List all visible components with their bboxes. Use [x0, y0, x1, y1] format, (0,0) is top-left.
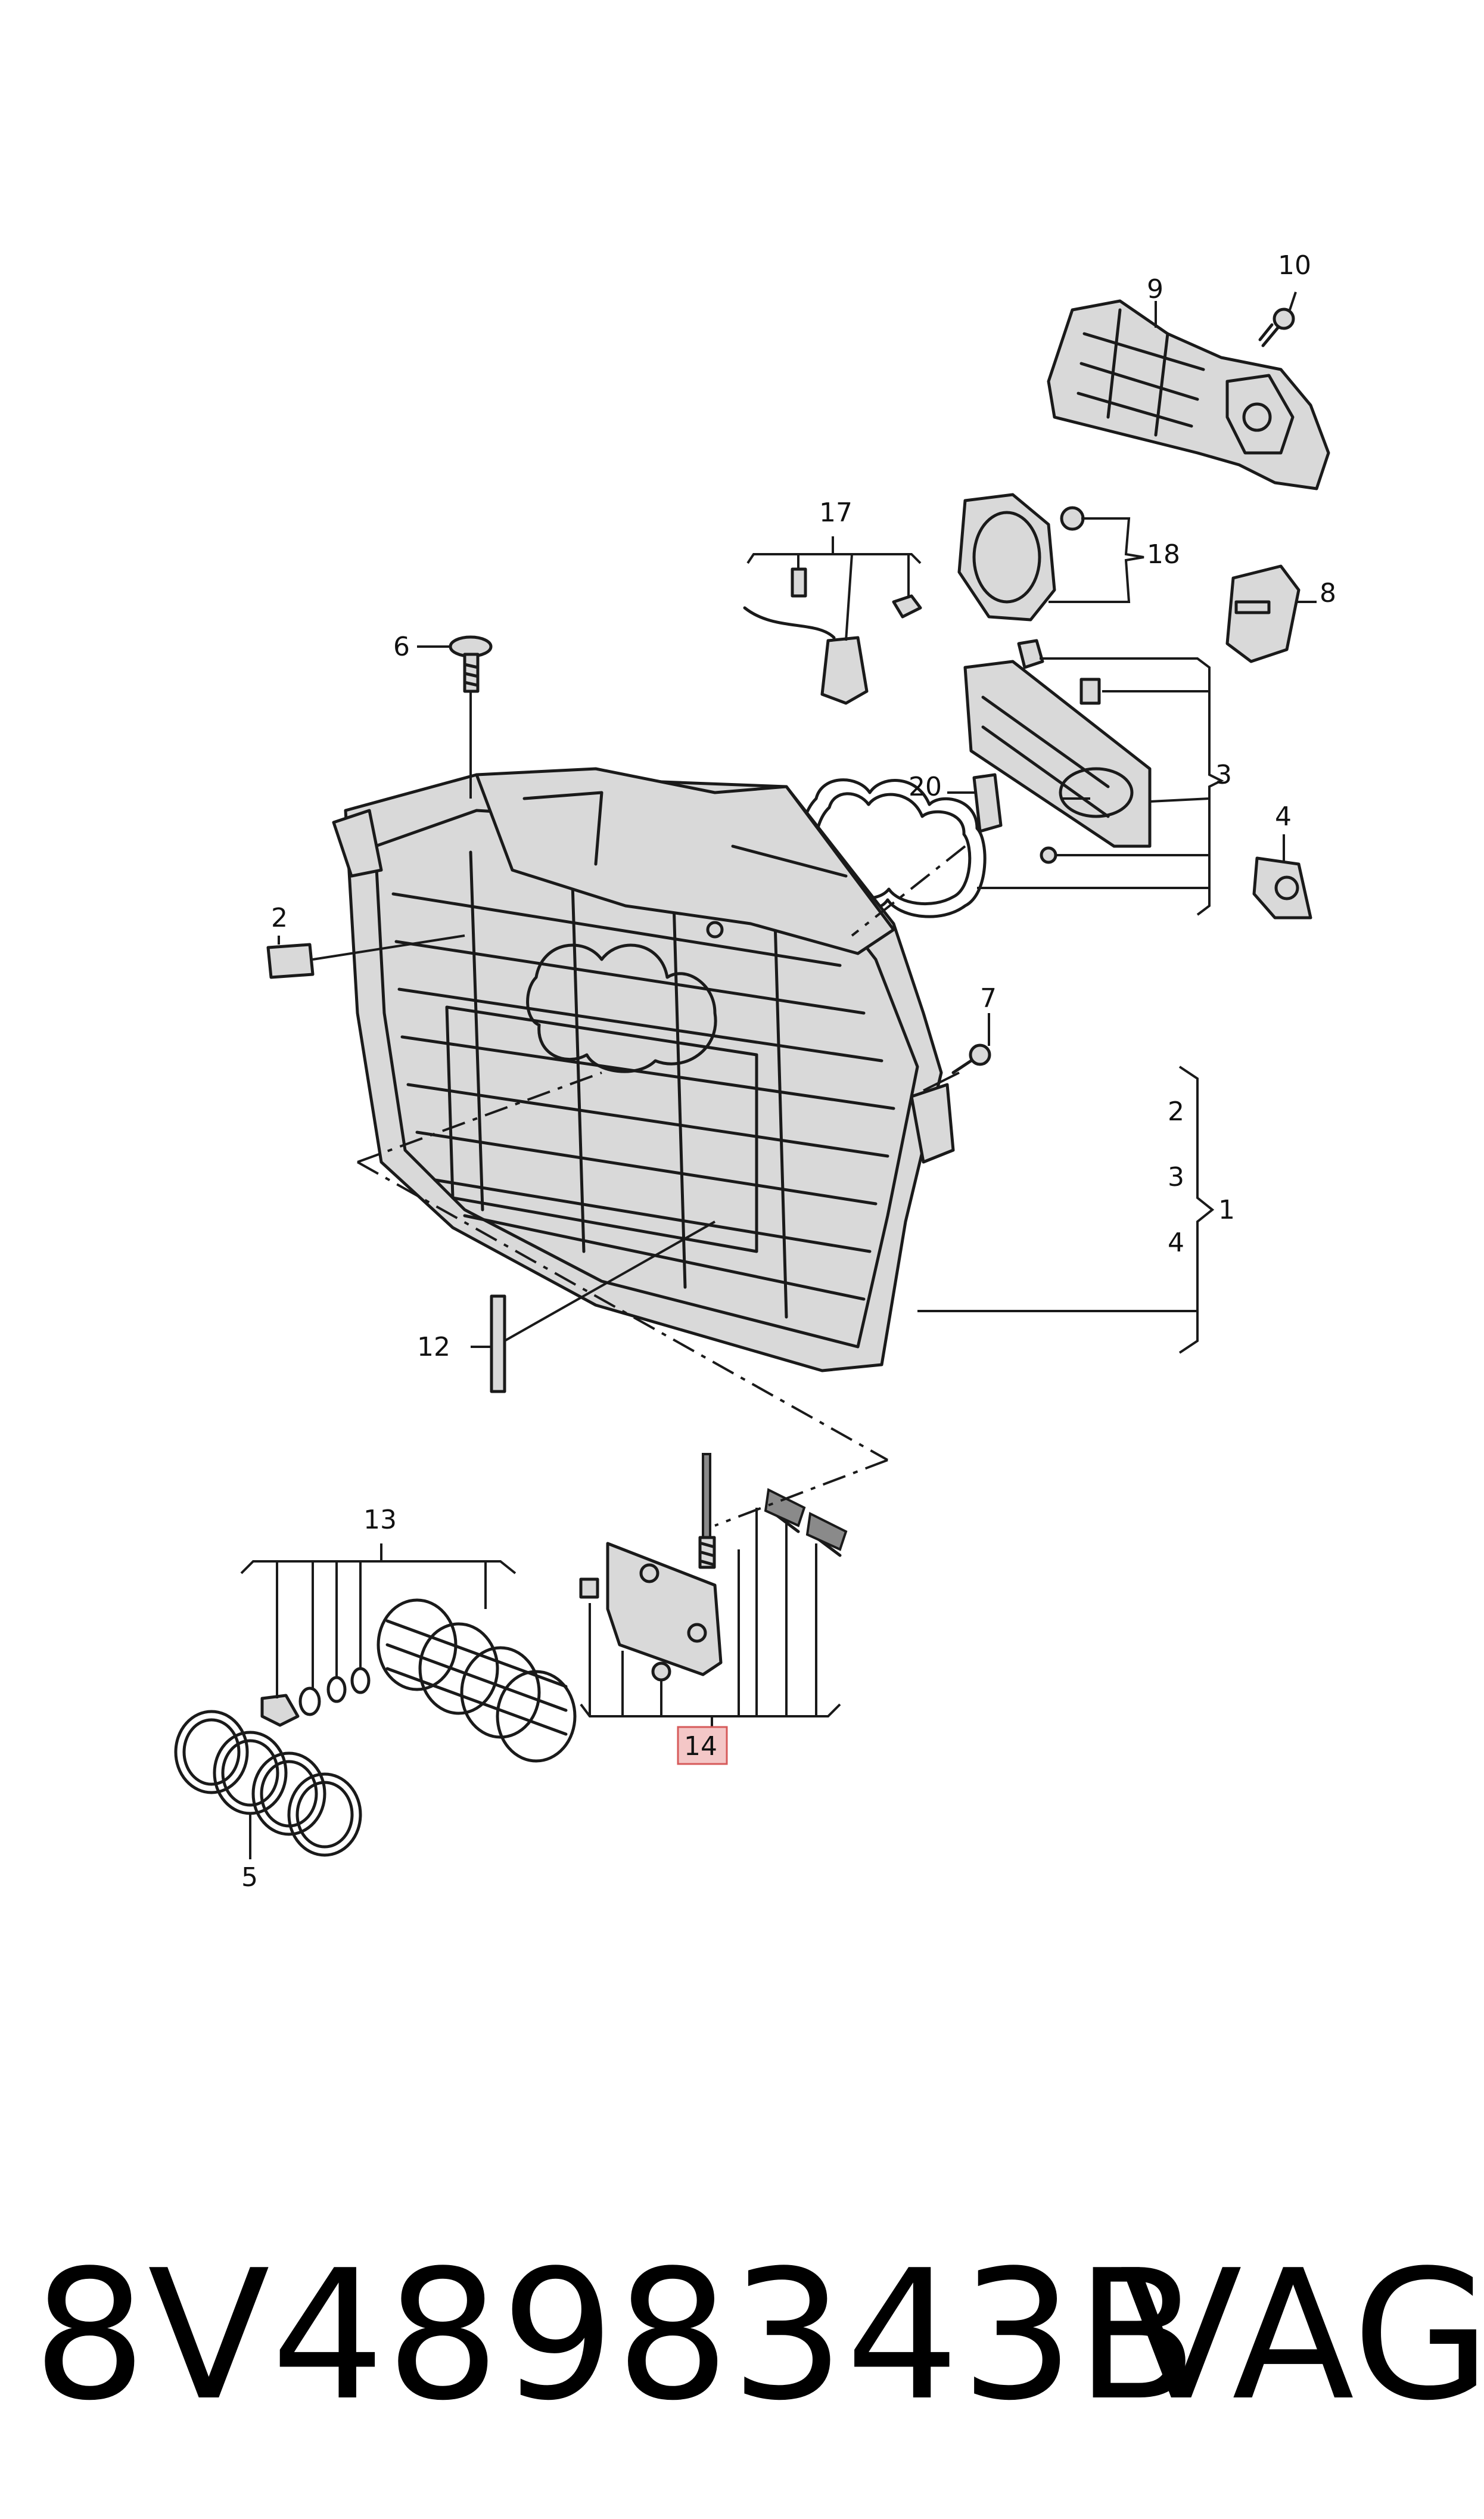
brand-name: VAG: [1120, 2232, 1484, 2440]
part-7-screw: [951, 1043, 991, 1074]
part-9-bracket: [1047, 299, 1330, 490]
part-17-sensor: [743, 567, 922, 705]
callout-9: 9: [1147, 274, 1163, 305]
part-13-carrier: [260, 1598, 577, 1763]
part-3-mount: [963, 639, 1152, 864]
part-8-cover: [1225, 564, 1301, 663]
part-1-grille: [332, 767, 955, 1372]
part-number: 8V4898343B: [33, 2232, 1199, 2440]
part-2-label: [266, 943, 315, 979]
callout-17: 17: [819, 498, 853, 528]
part-5-rings: [174, 1710, 362, 1857]
callout-8: 8: [1320, 578, 1336, 608]
highlight-14: [677, 1726, 728, 1765]
part-10-screw: [1258, 308, 1295, 347]
assembly-lines: [357, 845, 966, 1527]
callout-1: 1: [1218, 1195, 1235, 1225]
callout-6: 6: [393, 632, 410, 662]
callout-labels: 9 10 17 18 8 6 20 3 4 2 7 2 3 1 4 12 13 …: [241, 250, 1336, 1893]
callout-3a: 3: [1215, 760, 1232, 790]
part-4-bracket: [1252, 856, 1312, 920]
callout-12: 12: [417, 1332, 450, 1362]
callout-13: 13: [363, 1505, 397, 1535]
callout-2a: 2: [271, 903, 288, 933]
part-20-clip: [972, 773, 1003, 833]
callout-7: 7: [980, 983, 997, 1014]
callout-14: 14: [684, 1731, 717, 1762]
part-14-kit: [579, 1453, 848, 1682]
callout-18: 18: [1147, 539, 1180, 570]
callout-3b: 3: [1168, 1162, 1184, 1192]
callout-5: 5: [241, 1862, 258, 1893]
part-6-screw: [449, 635, 493, 693]
callout-4b: 4: [1168, 1228, 1184, 1258]
callout-4a: 4: [1275, 802, 1292, 832]
callout-2b: 2: [1168, 1097, 1184, 1127]
callout-10: 10: [1278, 250, 1311, 281]
part-12-strip: [490, 1294, 506, 1393]
callout-20: 20: [909, 772, 942, 802]
